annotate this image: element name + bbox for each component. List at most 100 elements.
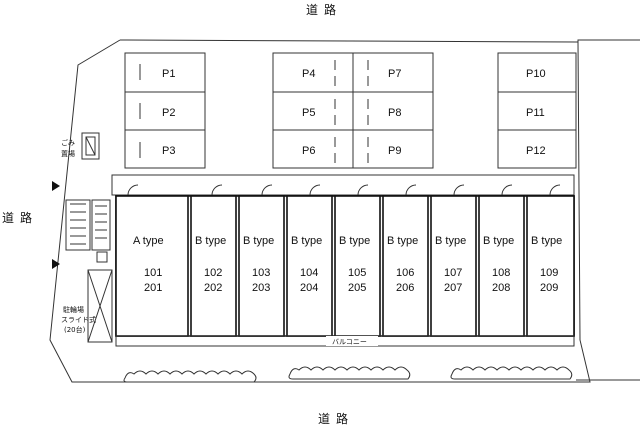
unit-number-lower: 101: [144, 267, 162, 279]
entrance-arrow-icon: [52, 259, 60, 269]
bicycle-area-cross-2: [87, 269, 113, 343]
unit-number-lower: 109: [540, 267, 558, 279]
garbage-label: ごみ: [61, 138, 75, 147]
stair-steps: [70, 203, 86, 245]
door-swing-icon: [501, 184, 513, 196]
unit-104-204: B type 104 204: [286, 195, 333, 337]
door-swing-icon: [127, 184, 139, 196]
unit-number-upper: 203: [252, 282, 270, 294]
unit-number-lower: 106: [396, 267, 414, 279]
unit-number-upper: 204: [300, 282, 318, 294]
unit-105-205: B type 105 205: [334, 195, 381, 337]
corridor: [111, 174, 575, 196]
unit-number-lower: 108: [492, 267, 510, 279]
unit-box: [286, 195, 333, 337]
unit-108-208: B type 108 208: [478, 195, 525, 337]
parking-space-p3: P3: [162, 145, 175, 157]
road-label-bottom: 道路: [318, 411, 354, 426]
door-swing-icon: [309, 184, 321, 196]
unit-number-upper: 201: [144, 282, 162, 294]
garbage-enclosure: [81, 132, 100, 160]
unit-type: B type: [243, 235, 274, 247]
unit-number-upper: 206: [396, 282, 414, 294]
parking-space-p11: P11: [526, 107, 545, 119]
unit-109-209: B type 109 209: [526, 195, 575, 337]
entrance-arrow-icon: [52, 181, 60, 191]
unit-103-203: B type 103 203: [238, 195, 285, 337]
unit-box: [115, 195, 189, 337]
door-swing-icon: [211, 184, 223, 196]
unit-number-lower: 107: [444, 267, 462, 279]
unit-type: B type: [531, 235, 562, 247]
unit-type: B type: [339, 235, 370, 247]
parking-space-p7: P7: [388, 68, 401, 80]
unit-number-upper: 207: [444, 282, 462, 294]
unit-box: [526, 195, 575, 337]
stair-frame: [65, 199, 91, 251]
parking-group-left: P1 P2 P3: [124, 52, 206, 169]
parking-frame: [124, 52, 206, 169]
unit-type: B type: [435, 235, 466, 247]
parking-space-p1: P1: [162, 68, 175, 80]
parking-space-p5: P5: [302, 107, 315, 119]
bicycle-parking: 駐輪場 スライド式 (20台): [61, 269, 113, 343]
unit-type: B type: [483, 235, 514, 247]
unit-type: A type: [133, 235, 164, 247]
garbage-area: ごみ 置場: [61, 132, 100, 160]
parking-group-center: P4 P5 P6 P7 P8 P9: [272, 52, 434, 169]
parking-space-p8: P8: [388, 107, 401, 119]
balcony-label: バルコニー: [332, 338, 367, 346]
door-swing-icon: [405, 184, 417, 196]
parking-space-p2: P2: [162, 107, 175, 119]
parking-group-right: P10 P11 P12: [497, 52, 577, 169]
parking-space-p6: P6: [302, 145, 315, 157]
unit-box: [238, 195, 285, 337]
unit-number-upper: 208: [492, 282, 510, 294]
road-label-top: 道路: [306, 2, 342, 17]
unit-box: [334, 195, 381, 337]
garbage-bin: [85, 136, 96, 156]
site-boundary: [49, 39, 640, 383]
unit-number-upper: 202: [204, 282, 222, 294]
unit-type: B type: [387, 235, 418, 247]
unit-type: B type: [291, 235, 322, 247]
stair-steps: [95, 205, 107, 239]
bicycle-label-3: (20台): [64, 325, 86, 334]
garbage-label-2: 置場: [61, 149, 75, 158]
unit-number-lower: 105: [348, 267, 366, 279]
door-swing-icon: [549, 184, 561, 196]
hedge: [288, 366, 411, 380]
parking-space-p12: P12: [526, 145, 546, 157]
unit-type: B type: [195, 235, 226, 247]
unit-box: [382, 195, 429, 337]
road-label-left: 道路: [2, 210, 38, 225]
bicycle-label-2: スライド式: [61, 315, 96, 324]
parking-space-p10: P10: [526, 68, 546, 80]
staircase: [65, 199, 111, 263]
parking-space-p9: P9: [388, 145, 401, 157]
garbage-bin-mark: [85, 136, 96, 156]
door-swing-icon: [261, 184, 273, 196]
stair-landing: [96, 251, 108, 263]
unit-106-206: B type 106 206: [382, 195, 429, 337]
door-swing-icon: [357, 184, 369, 196]
unit-number-upper: 205: [348, 282, 366, 294]
parking-frame: [497, 52, 577, 169]
unit-number-upper: 209: [540, 282, 558, 294]
unit-box: [190, 195, 237, 337]
unit-102-202: B type 102 202: [190, 195, 237, 337]
hedge: [450, 366, 573, 380]
unit-box: [478, 195, 525, 337]
unit-box: [430, 195, 477, 337]
unit-number-lower: 102: [204, 267, 222, 279]
unit-number-lower: 103: [252, 267, 270, 279]
unit-107-207: B type 107 207: [430, 195, 477, 337]
unit-101-201: A type 101 201: [115, 195, 189, 337]
hedge: [123, 370, 257, 383]
unit-number-lower: 104: [300, 267, 318, 279]
door-swing-icon: [453, 184, 465, 196]
stair-frame-2: [91, 199, 111, 251]
bicycle-label: 駐輪場: [63, 305, 84, 314]
balcony-label-bg: [326, 336, 378, 346]
